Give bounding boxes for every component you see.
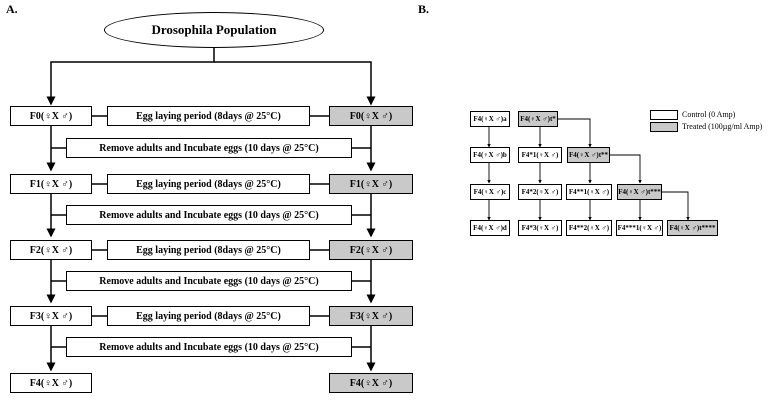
b-row4-sub1: F4*3(♀X ♂) [518, 220, 562, 236]
b-row2-treated: F4(♀X ♂)t** [567, 147, 610, 163]
egg-laying-box: Egg laying period (8days @ 25°C) [107, 240, 310, 260]
right-gen-f0: F0(♀X ♂) [329, 106, 413, 126]
left-gen-f0: F0(♀X ♂) [10, 106, 92, 126]
incubate-box: Remove adults and Incubate eggs (10 days… [66, 337, 352, 357]
b-row2-sub: F4*1(♀X ♂) [518, 147, 562, 163]
b-row4-treated: F4(♀X ♂)t**** [667, 220, 718, 236]
legend-control-swatch [650, 110, 678, 120]
egg-laying-box: Egg laying period (8days @ 25°C) [107, 106, 310, 126]
legend-treated-swatch [650, 122, 678, 132]
right-gen-f3: F3(♀X ♂) [329, 306, 413, 326]
legend-treated-label: Treated (100µg/ml Amp) [682, 122, 763, 131]
right-gen-f1: F1(♀X ♂) [329, 174, 413, 194]
left-gen-f2: F2(♀X ♂) [10, 240, 92, 260]
right-gen-f4: F4(♀X ♂) [329, 373, 413, 393]
incubate-box: Remove adults and Incubate eggs (10 days… [66, 205, 352, 225]
b-row1-control: F4(♀X ♂)a [470, 111, 510, 127]
population-oval: Drosophila Population [104, 12, 324, 48]
population-branch-line-right [214, 61, 376, 106]
legend-control-label: Control (0 Amp) [682, 110, 736, 119]
incubate-box: Remove adults and Incubate eggs (10 days… [66, 271, 352, 291]
b-row3-treated: F4(♀X ♂)t*** [617, 184, 662, 200]
left-gen-f4: F4(♀X ♂) [10, 373, 92, 393]
b-row4-control: F4(♀X ♂)d [470, 220, 510, 236]
b-row1-treated: F4(♀X ♂)t* [518, 111, 558, 127]
panel-b-label: B. [418, 2, 430, 16]
left-gen-f1: F1(♀X ♂) [10, 174, 92, 194]
egg-laying-box: Egg laying period (8days @ 25°C) [107, 174, 310, 194]
egg-laying-box: Egg laying period (8days @ 25°C) [107, 306, 310, 326]
b-row3-sub1: F4*2(♀X ♂) [518, 184, 562, 200]
panel-a-label: A. [6, 2, 18, 16]
b-row4-sub2: F4**2(♀X ♂) [566, 220, 612, 236]
left-gen-f3: F3(♀X ♂) [10, 306, 92, 326]
population-branch-line [46, 48, 215, 106]
b-row3-control: F4(♀X ♂)c [470, 184, 510, 200]
right-gen-f2: F2(♀X ♂) [329, 240, 413, 260]
b-row4-sub3: F4***1(♀X ♂) [616, 220, 663, 236]
b-row3-sub2: F4**1(♀X ♂) [566, 184, 612, 200]
incubate-box: Remove adults and Incubate eggs (10 days… [66, 138, 352, 158]
b-row2-control: F4(♀X ♂)b [470, 147, 510, 163]
